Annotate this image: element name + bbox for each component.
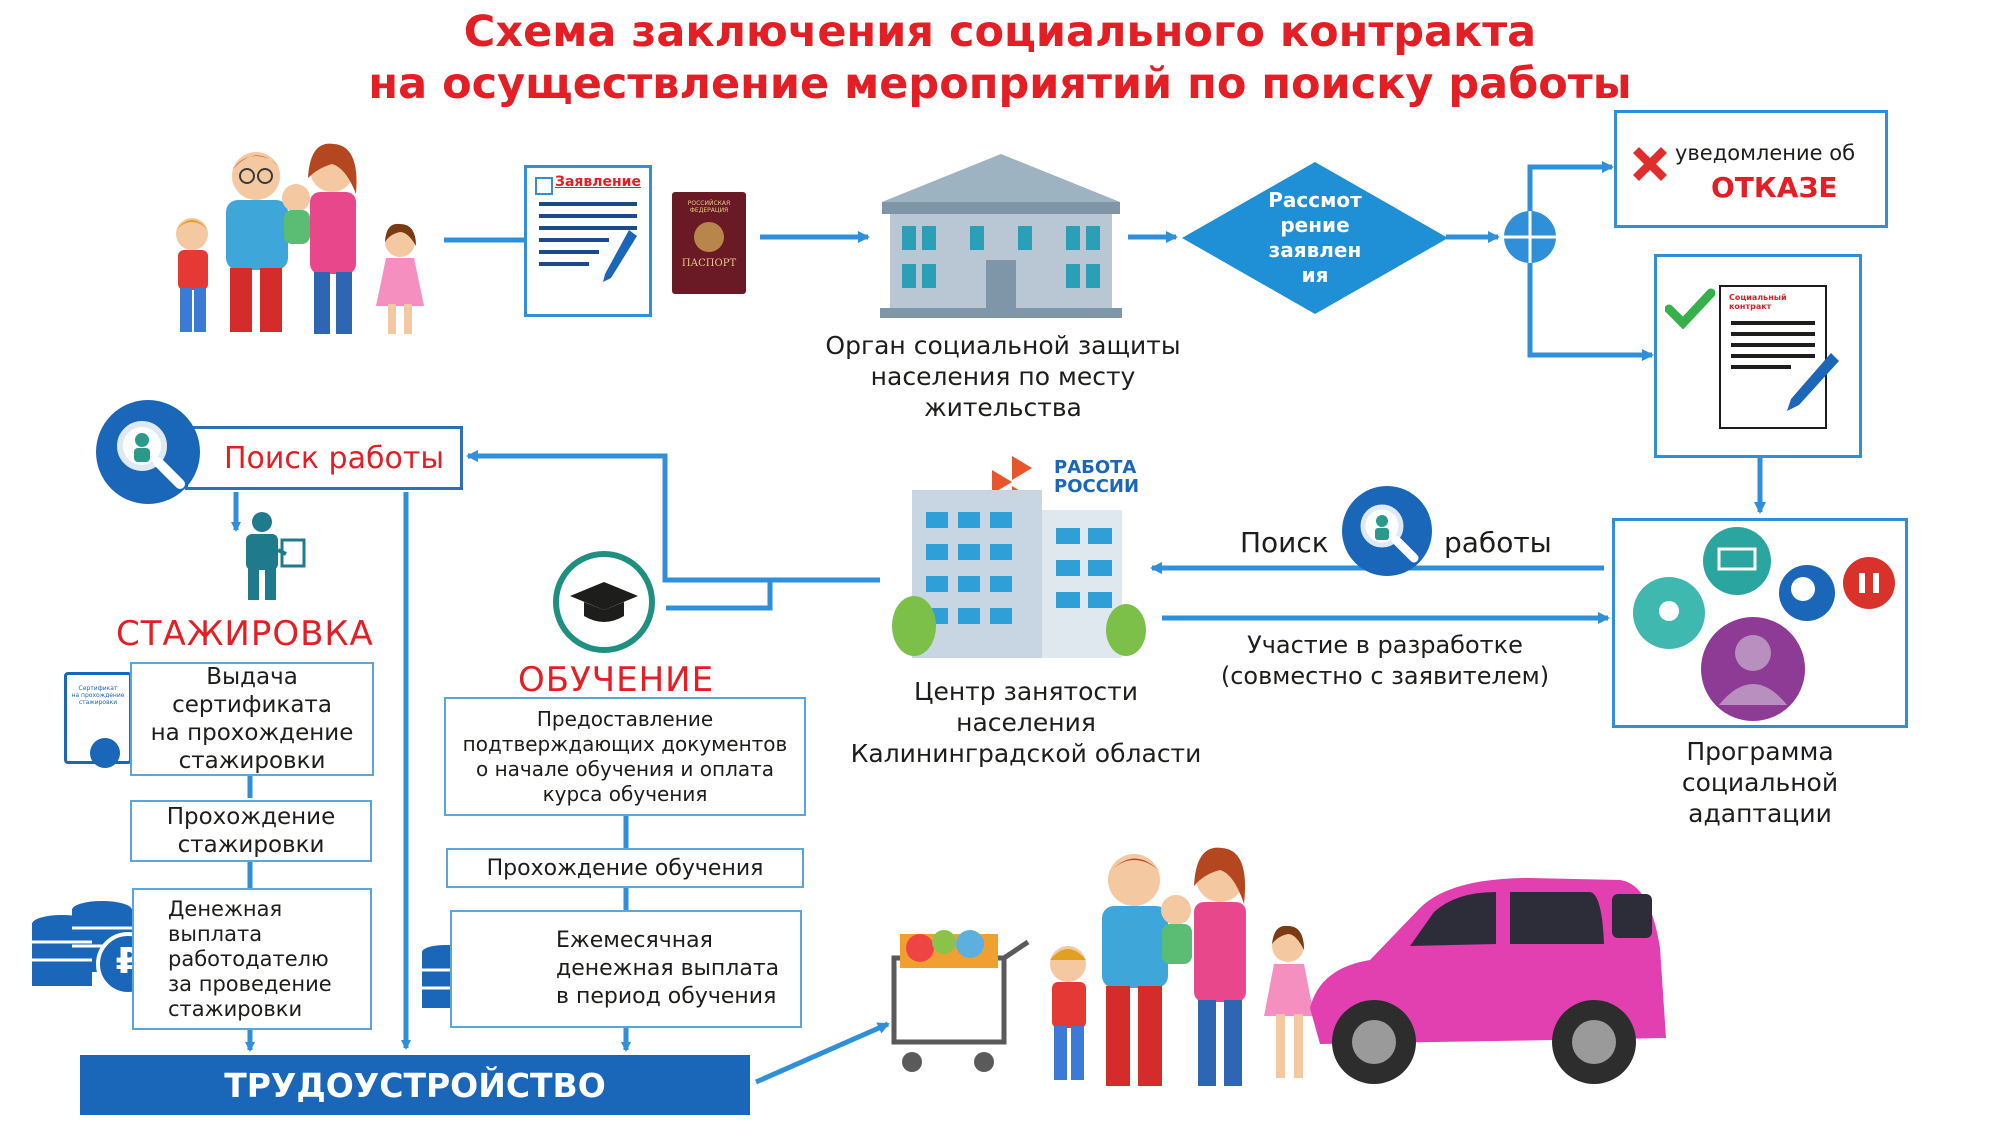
passport-header: РОССИЙСКАЯ ФЕДЕРАЦИЯ (672, 200, 746, 214)
internship-pass-box: Прохождение стажировки (130, 800, 372, 862)
pen-icon (599, 228, 639, 288)
monthly-payment-box: Ежемесячная денежная выплата в период об… (450, 910, 802, 1028)
internship-heading: СТАЖИРОВКА (116, 614, 374, 654)
participation-caption: Участие в разработке (совместно с заявит… (1190, 630, 1580, 692)
social-protection-building-icon (876, 150, 1126, 320)
program-icons (1615, 521, 1905, 725)
certificate-icon: Сертификат на прохождение стажировки (60, 672, 136, 780)
worker-icon (232, 510, 312, 602)
certificate-issue-box: Выдача сертификата на прохождение стажир… (130, 662, 374, 776)
social-org-caption: Орган социальной защиты населения по мес… (818, 330, 1188, 423)
refusal-line2: ОТКАЗЕ (1711, 171, 1837, 204)
magnifier-icon (94, 398, 202, 506)
family-car-illustration (890, 838, 1670, 1120)
adaptation-program-caption: Программа социальной адаптации (1600, 736, 1920, 829)
job-search-left-label: Поиск (1240, 526, 1329, 559)
shopping-cart-icon (894, 930, 1028, 1072)
training-pass-box: Прохождение обучения (446, 848, 804, 888)
checkbox-icon (535, 177, 553, 195)
pen-icon (1781, 349, 1841, 419)
training-heading: ОБУЧЕНИЕ (518, 660, 714, 700)
job-search-label: Поиск работы (224, 441, 444, 476)
coat-of-arms-icon (694, 222, 724, 252)
work-russia-logo: РАБОТА РОССИИ (1054, 458, 1139, 496)
application-label: Заявление (555, 174, 641, 190)
arrow-employment-to-result (756, 1024, 888, 1082)
cross-icon (1625, 139, 1675, 189)
family-illustration (160, 138, 450, 343)
checkmark-icon (1665, 287, 1715, 331)
magnifier-icon-2 (1340, 484, 1434, 578)
employer-payment-box: Денежная выплата работодателю за проведе… (132, 888, 372, 1030)
training-docs-box: Предоставление подтверждающих документов… (444, 697, 806, 816)
page-subtitle: на осуществление мероприятий по поиску р… (0, 58, 2000, 110)
passport-document: РОССИЙСКАЯ ФЕДЕРАЦИЯ ПАСПОРТ (672, 192, 746, 294)
passport-label: ПАСПОРТ (672, 258, 746, 269)
refusal-notice-box: уведомление об ОТКАЗЕ (1614, 110, 1888, 228)
page-title: Схема заключения социального контракта (0, 6, 2000, 58)
car-icon (1310, 878, 1666, 1084)
refusal-line1: уведомление об (1675, 141, 1855, 165)
review-label: Рассмот рение заявлен ия (1250, 188, 1380, 288)
employment-center-caption: Центр занятости населения Калининградско… (836, 676, 1216, 769)
adaptation-program-box (1612, 518, 1908, 728)
job-search-right-label: работы (1444, 526, 1552, 559)
application-document: Заявление (524, 165, 652, 317)
graduation-cap-icon (552, 550, 656, 654)
job-search-box: Поиск работы (185, 426, 463, 490)
line-center-to-training (666, 580, 880, 608)
employment-bar: ТРУДОУСТРОЙСТВО (80, 1055, 750, 1115)
